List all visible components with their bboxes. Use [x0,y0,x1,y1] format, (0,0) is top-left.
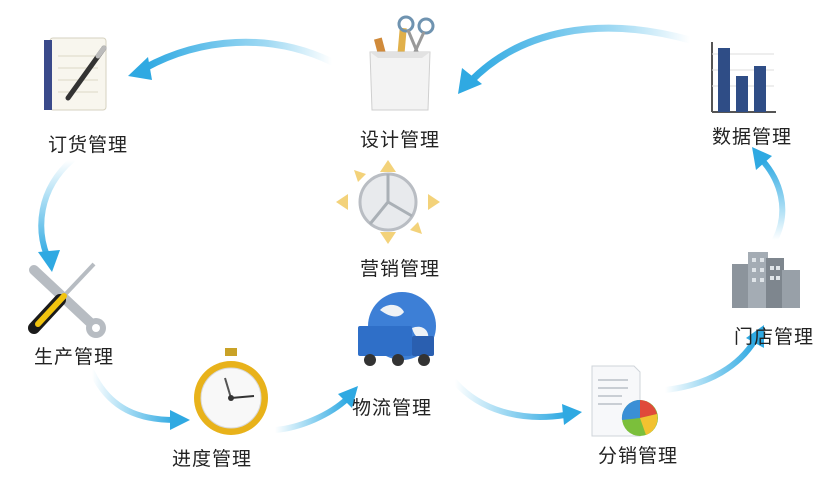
node-label-data: 数据管理 [712,126,793,148]
bar-chart-icon [711,42,776,113]
arrowhead [128,57,152,80]
globe-truck-icon [358,292,436,366]
arrowhead [338,386,358,408]
arrowhead [170,410,190,430]
wrench-screwdriver-icon [28,262,106,338]
buildings-icon [732,252,800,308]
arrowhead [38,250,60,272]
arrow-order-to-production [38,157,75,261]
node-label-distribution: 分销管理 [598,445,679,467]
arrowhead [746,325,764,348]
arrow-design-to-order [141,38,336,72]
node-label-store: 门店管理 [734,326,815,348]
arrow-data-to-design [466,24,694,86]
arrow-store-to-data [759,157,786,243]
arrowhead [562,404,582,425]
arrow-progress-to-logistics [272,395,351,433]
node-label-marketing: 营销管理 [360,258,441,280]
arrowhead [752,147,772,170]
arrowhead [458,68,482,94]
pencil-cup-icon [369,15,435,111]
arrow-production-to-progress [89,369,178,423]
node-label-progress: 进度管理 [172,448,253,470]
arrow-logistics-to-distribution [452,379,568,420]
notepad-pen-icon [44,37,107,111]
report-chart-icon [591,365,658,437]
arrow-distribution-to-store [662,337,758,393]
node-label-production: 生产管理 [34,346,115,368]
node-label-design: 设计管理 [360,129,441,151]
node-label-order: 订货管理 [48,134,129,156]
pie-arrows-icon [336,160,440,244]
node-label-logistics: 物流管理 [352,397,433,419]
stopwatch-icon [194,348,268,435]
